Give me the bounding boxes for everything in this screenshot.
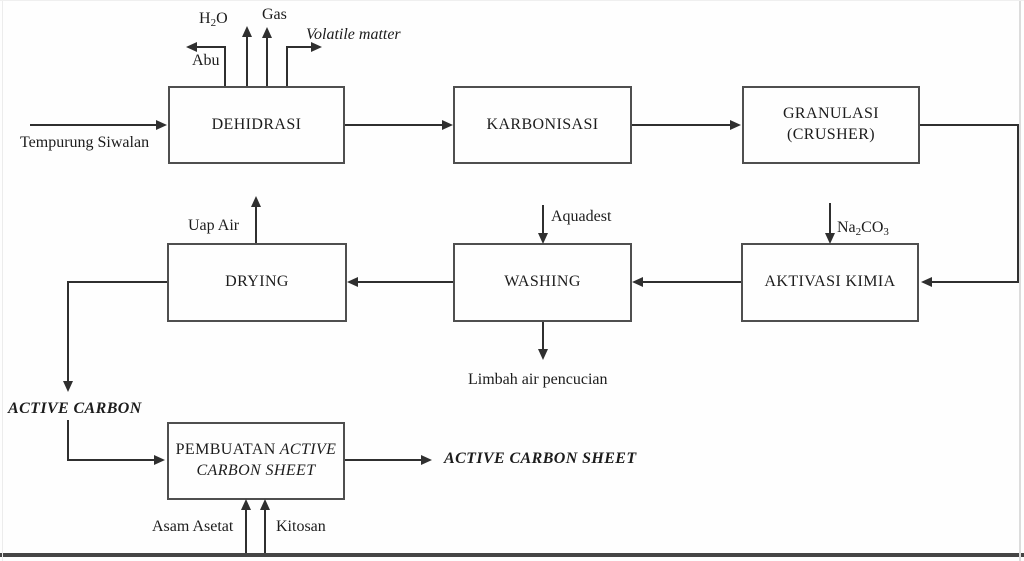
flow-line-volatile-vertical xyxy=(286,47,288,86)
label-na2co3-subscript: 2 xyxy=(855,226,862,238)
arrowhead-up-icon xyxy=(251,196,261,207)
flow-line-abu-horizontal xyxy=(192,46,226,48)
process-box-granulasi: GRANULASI (CRUSHER) xyxy=(742,86,920,164)
box-label-line2: (CRUSHER) xyxy=(786,126,876,143)
label-abu: Abu xyxy=(192,52,220,69)
flow-line-into-pembuatan xyxy=(67,459,155,461)
flow-line-down-to-active-carbon xyxy=(67,281,69,384)
flow-line-into-aktivasi xyxy=(932,281,1019,283)
label-h2o-base: H xyxy=(199,10,211,27)
flow-line-aktivasi-washing xyxy=(643,281,741,283)
box-label: WASHING xyxy=(504,273,581,291)
label-asam-asetat: Asam Asetat xyxy=(152,518,234,535)
label-active-carbon-sheet: ACTIVE CARBON SHEET xyxy=(444,450,637,467)
box-label: DEHIDRASI xyxy=(211,115,302,133)
label-h2o-base2: O xyxy=(216,10,228,27)
flow-line-input xyxy=(30,124,158,126)
arrowhead-down-icon xyxy=(538,349,548,360)
flow-line-abu-vertical xyxy=(224,47,226,86)
arrowhead-left-icon xyxy=(921,277,932,287)
scan-border-top xyxy=(0,0,1024,1)
label-tempurung-siwalan: Tempurung Siwalan xyxy=(20,134,150,151)
arrowhead-right-icon xyxy=(154,455,165,465)
arrowhead-left-icon xyxy=(347,277,358,287)
flow-line-limbah xyxy=(542,322,544,350)
label-h2o: H2O xyxy=(199,10,228,29)
flow-line-aquadest xyxy=(542,205,544,236)
label-uap-air: Uap Air xyxy=(188,217,240,234)
arrowhead-right-icon xyxy=(311,42,322,52)
process-box-aktivasi-kimia: AKTIVASI KIMIA xyxy=(741,243,919,322)
arrowhead-down-icon xyxy=(63,381,73,392)
arrowhead-down-icon xyxy=(825,233,835,244)
flow-line-right-down xyxy=(1017,124,1019,283)
process-box-dehidrasi: DEHIDRASI xyxy=(168,86,345,164)
flow-line-sheet-output xyxy=(345,459,424,461)
flow-line-granulasi-right xyxy=(920,124,1019,126)
box-label-normal: PEMBUATAN xyxy=(175,441,276,459)
label-na2co3-base: Na xyxy=(837,219,856,236)
arrowhead-up-icon xyxy=(241,499,251,510)
process-box-drying: DRYING xyxy=(167,243,347,322)
label-gas: Gas xyxy=(262,6,287,23)
arrowhead-up-icon xyxy=(260,499,270,510)
arrowhead-down-icon xyxy=(538,233,548,244)
box-label: DRYING xyxy=(225,273,289,291)
label-na2co3-subscript2: 3 xyxy=(883,226,889,238)
label-limbah-air-pencucian: Limbah air pencucian xyxy=(468,371,608,388)
scan-border-bottom xyxy=(0,553,1024,557)
scan-border-right xyxy=(1019,0,1021,561)
label-active-carbon: ACTIVE CARBON xyxy=(8,400,142,417)
process-box-karbonisasi: KARBONISASI xyxy=(453,86,632,164)
flow-line-uap-air xyxy=(255,207,257,243)
label-volatile-matter: Volatile matter xyxy=(306,26,401,43)
box-label-italic: ACTIVE xyxy=(279,441,337,459)
arrowhead-right-icon xyxy=(442,120,453,130)
box-label: KARBONISASI xyxy=(486,115,599,133)
arrowhead-left-icon xyxy=(632,277,643,287)
flow-line-kitosan xyxy=(264,508,266,554)
box-label: AKTIVASI KIMIA xyxy=(764,273,896,291)
arrowhead-right-icon xyxy=(730,120,741,130)
label-na2co3: Na2CO3 xyxy=(837,219,889,238)
flow-line-asam-asetat xyxy=(245,508,247,554)
flow-line-h2o xyxy=(246,37,248,86)
label-h2o-subscript: 2 xyxy=(210,17,217,29)
flow-line-drying-left xyxy=(68,281,167,283)
label-kitosan: Kitosan xyxy=(276,518,326,535)
box-label-line2: CARBON SHEET xyxy=(196,462,316,479)
flow-line-na2co3 xyxy=(829,203,831,236)
process-box-washing: WASHING xyxy=(453,243,632,322)
label-na2co3-base2: CO xyxy=(861,219,884,236)
flow-line-washing-drying xyxy=(358,281,453,283)
scan-border-left xyxy=(2,0,3,561)
arrowhead-up-icon xyxy=(242,26,252,37)
flow-line-dehidrasi-karbonisasi xyxy=(345,124,445,126)
arrowhead-up-icon xyxy=(262,27,272,38)
label-aquadest: Aquadest xyxy=(551,208,612,225)
arrowhead-right-icon xyxy=(156,120,167,130)
flow-line-karbonisasi-granulasi xyxy=(632,124,733,126)
flow-line-active-carbon-down xyxy=(67,420,69,461)
arrowhead-left-icon xyxy=(186,42,197,52)
flow-line-volatile-horizontal xyxy=(286,46,313,48)
arrowhead-right-icon xyxy=(421,455,432,465)
box-label-line1: GRANULASI xyxy=(782,105,880,123)
flow-line-gas xyxy=(266,38,268,86)
